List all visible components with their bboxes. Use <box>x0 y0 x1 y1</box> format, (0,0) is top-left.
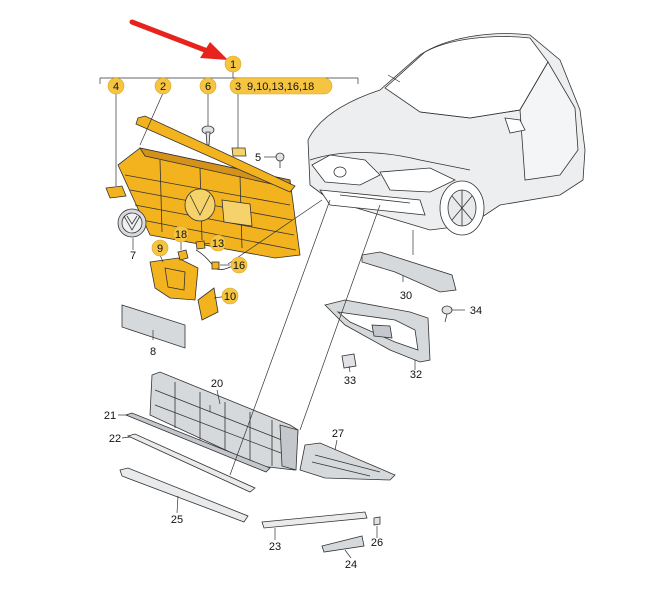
callout-label: 30 <box>400 290 412 302</box>
car-illustration <box>307 33 586 236</box>
callout-5: 5 <box>255 152 261 164</box>
callout-4: 4 <box>107 77 125 95</box>
screw-part-5 <box>275 152 285 168</box>
panel-part-30 <box>361 251 457 293</box>
callout-20: 20 <box>211 378 223 390</box>
callout-label: 23 <box>269 541 281 553</box>
callout-label: 33 <box>344 375 356 387</box>
callout-label: 22 <box>109 433 121 445</box>
callout-32: 32 <box>410 369 422 381</box>
callout-7: 7 <box>130 250 136 262</box>
screw-part-34 <box>441 305 453 323</box>
callout-26: 26 <box>371 537 383 549</box>
lower-grille-part-20 <box>149 371 299 471</box>
radiator-grille-part <box>117 147 301 259</box>
callout-10: 10 <box>221 287 239 305</box>
callout-27: 27 <box>332 428 344 440</box>
screw-part-6 <box>201 125 215 146</box>
wire-part-16 <box>195 249 236 271</box>
callout-label: 18 <box>175 229 187 241</box>
callout-1: 1 <box>224 55 242 73</box>
callout-label: 34 <box>470 305 482 317</box>
callout-label: 13 <box>212 238 224 250</box>
callout-label: 20 <box>211 378 223 390</box>
callout-9: 9 <box>151 239 169 257</box>
clip-part-13 <box>195 240 206 250</box>
callout-label: 3 <box>235 81 241 93</box>
callout-25: 25 <box>171 514 183 526</box>
callout-label: 1 <box>230 59 236 71</box>
trim-strip-part-22 <box>126 433 256 493</box>
callout-label: 16 <box>233 260 245 272</box>
callout-label: 10 <box>224 291 236 303</box>
callout-30: 30 <box>400 290 412 302</box>
callout-label: 24 <box>345 559 357 571</box>
callout-label: 26 <box>371 537 383 549</box>
trim-strip-part <box>135 115 296 193</box>
callout-8: 8 <box>150 346 156 358</box>
callout-label: 25 <box>171 514 183 526</box>
emblem-part <box>117 208 147 238</box>
callout-22: 22 <box>109 433 121 445</box>
callout-18: 18 <box>172 225 190 243</box>
plate-part-8 <box>121 304 186 349</box>
red-arrow <box>129 19 228 60</box>
air-guide-part-27 <box>299 442 396 481</box>
cover-part-10 <box>197 287 219 321</box>
callout-21: 21 <box>104 410 116 422</box>
callout-13: 13 <box>209 234 227 252</box>
trim-strip-part-21 <box>124 412 271 473</box>
clip-part-3 <box>231 147 247 157</box>
callout-label: 2 <box>160 81 166 93</box>
clip-part-4 <box>105 185 127 199</box>
callout-24: 24 <box>345 559 357 571</box>
spoiler-part-25 <box>119 467 249 523</box>
bracket-part-9 <box>149 257 199 301</box>
clip-part-33 <box>341 353 357 369</box>
callout-label: 4 <box>113 81 119 93</box>
callout-label-list: 9,10,13,16,18 <box>247 81 314 93</box>
callout-label: 9 <box>157 243 163 255</box>
callout-2: 2 <box>154 77 172 95</box>
callout-label: 8 <box>150 346 156 358</box>
callout-label: 6 <box>205 81 211 93</box>
sensor-part-18 <box>177 249 189 261</box>
callout-33: 33 <box>344 375 356 387</box>
callout-6: 6 <box>199 77 217 95</box>
trim-strip-part-23 <box>261 511 368 529</box>
callout-34: 34 <box>470 305 482 317</box>
headlight-frame-part-32 <box>324 299 431 363</box>
callout-16: 16 <box>230 256 248 274</box>
callout-label: 7 <box>130 250 136 262</box>
cover-part-24 <box>321 535 365 553</box>
clip-part-26 <box>373 516 381 526</box>
callout-3-group: 3 9,10,13,16,18 <box>229 77 333 95</box>
callout-label: 21 <box>104 410 116 422</box>
callout-label: 5 <box>255 152 261 164</box>
callout-label: 32 <box>410 369 422 381</box>
callout-label: 27 <box>332 428 344 440</box>
callout-23: 23 <box>269 541 281 553</box>
leader-lines <box>115 74 465 559</box>
